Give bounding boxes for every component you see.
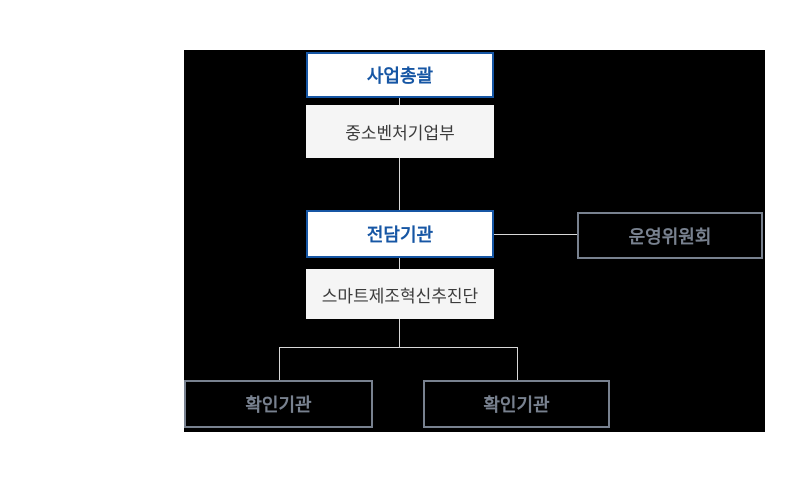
connector-promotion-team-to-branch — [399, 319, 400, 347]
connector-dedicated-agency-to-steering-committee — [494, 234, 577, 235]
node-confirmation-agency-right: 확인기관 — [423, 380, 610, 428]
node-business-lead: 사업총괄 — [306, 52, 494, 98]
org-chart-panel: 사업총괄 중소벤처기업부 전담기관 스마트제조혁신추진단 운영위원회 확인기관 … — [184, 50, 765, 432]
node-smart-manufacturing-innovation-promotion-team: 스마트제조혁신추진단 — [306, 269, 494, 319]
node-dedicated-agency: 전담기관 — [306, 210, 494, 258]
connector-dedicated-agency-to-promotion-team — [399, 258, 400, 269]
connector-branch-to-confirm-right — [517, 347, 518, 380]
connector-ministry-to-dedicated-agency — [399, 158, 400, 210]
node-ministry-of-smes-and-startups: 중소벤처기업부 — [306, 105, 494, 158]
node-promotion-team-label: 스마트제조혁신추진단 — [321, 286, 479, 306]
node-dedicated-agency-label: 전담기관 — [366, 225, 434, 245]
node-confirmation-agency-left: 확인기관 — [184, 380, 373, 428]
node-business-lead-label: 사업총괄 — [366, 66, 434, 86]
node-steering-committee-label: 운영위원회 — [628, 226, 712, 247]
node-confirmation-agency-left-label: 확인기관 — [245, 395, 312, 415]
connector-branch-horizontal — [279, 347, 518, 348]
connector-business-lead-to-ministry — [399, 98, 400, 105]
node-steering-committee: 운영위원회 — [577, 212, 763, 259]
node-confirmation-agency-right-label: 확인기관 — [483, 395, 550, 415]
connector-branch-to-confirm-left — [279, 347, 280, 380]
node-ministry-label: 중소벤처기업부 — [345, 124, 455, 143]
